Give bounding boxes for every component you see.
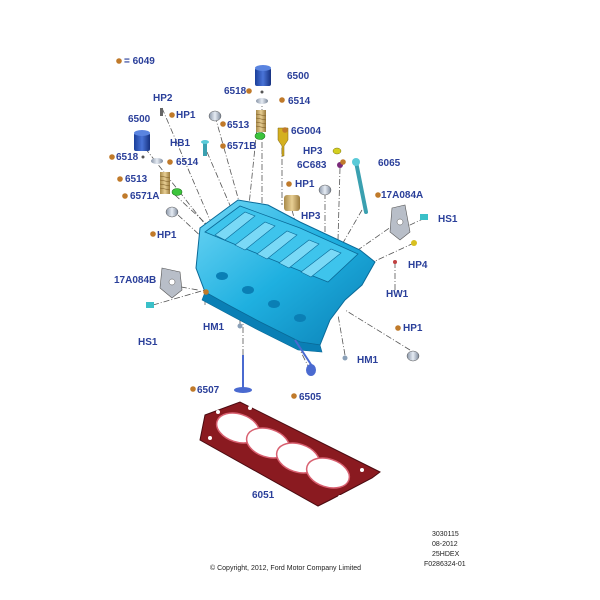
label-6514-top: 6514 <box>288 96 311 107</box>
part-labels: = 6049 6500 6518 6514 HP2 HP1 6513 6G004… <box>114 56 458 501</box>
label-6500-top: 6500 <box>287 71 310 82</box>
label-hp3-mid: HP3 <box>301 211 321 222</box>
camshaft-follower-left <box>134 130 150 151</box>
label-hs1-left: HS1 <box>138 337 158 348</box>
label-6518-left: 6518 <box>116 152 139 163</box>
parts <box>134 65 428 393</box>
label-17a084b: 17A084B <box>114 275 156 286</box>
label-hm1-left: HM1 <box>203 322 225 333</box>
label-hp4: HP4 <box>408 260 428 271</box>
diagram-metadata: 3030115 08-2012 25HDEX F0286324-01 © Cop… <box>210 531 466 572</box>
legend-dot-label: = 6049 <box>124 56 155 67</box>
label-hw1: HW1 <box>386 289 409 300</box>
label-hp2: HP2 <box>153 93 173 104</box>
meta-code1: 3030115 <box>432 531 459 538</box>
label-6513-top: 6513 <box>227 120 250 131</box>
camshaft-follower-top <box>255 65 271 86</box>
label-6571b: 6571B <box>227 141 256 152</box>
label-hp3-top: HP3 <box>303 146 323 157</box>
label-hp1-left: HP1 <box>157 230 177 241</box>
cylinder-head <box>195 199 376 353</box>
label-hb1: HB1 <box>170 138 190 149</box>
label-6571a: 6571A <box>130 191 159 202</box>
label-17a084a: 17A084A <box>381 190 423 201</box>
label-6c683: 6C683 <box>297 160 327 171</box>
copyright-notice: © Copyright, 2012, Ford Motor Company Li… <box>210 564 361 572</box>
label-hs1-right: HS1 <box>438 214 458 225</box>
meta-code3: F0286324-01 <box>424 561 466 568</box>
label-6518-top: 6518 <box>224 86 247 97</box>
dots-6049 <box>109 58 401 399</box>
head-gasket <box>199 401 381 507</box>
label-6065: 6065 <box>378 158 401 169</box>
label-6514-left: 6514 <box>176 157 199 168</box>
label-6g004: 6G004 <box>291 126 321 137</box>
label-hm1-right: HM1 <box>357 355 379 366</box>
label-6500-left: 6500 <box>128 114 151 125</box>
label-6505: 6505 <box>299 392 322 403</box>
label-hp1-mid: HP1 <box>295 179 315 190</box>
label-hp1-top: HP1 <box>176 110 196 121</box>
label-6513-left: 6513 <box>125 174 148 185</box>
meta-date: 08-2012 <box>432 541 458 548</box>
label-6051: 6051 <box>252 490 275 501</box>
label-hp1-right: HP1 <box>403 323 423 334</box>
meta-code2: 25HDEX <box>432 551 460 558</box>
label-6507: 6507 <box>197 385 220 396</box>
